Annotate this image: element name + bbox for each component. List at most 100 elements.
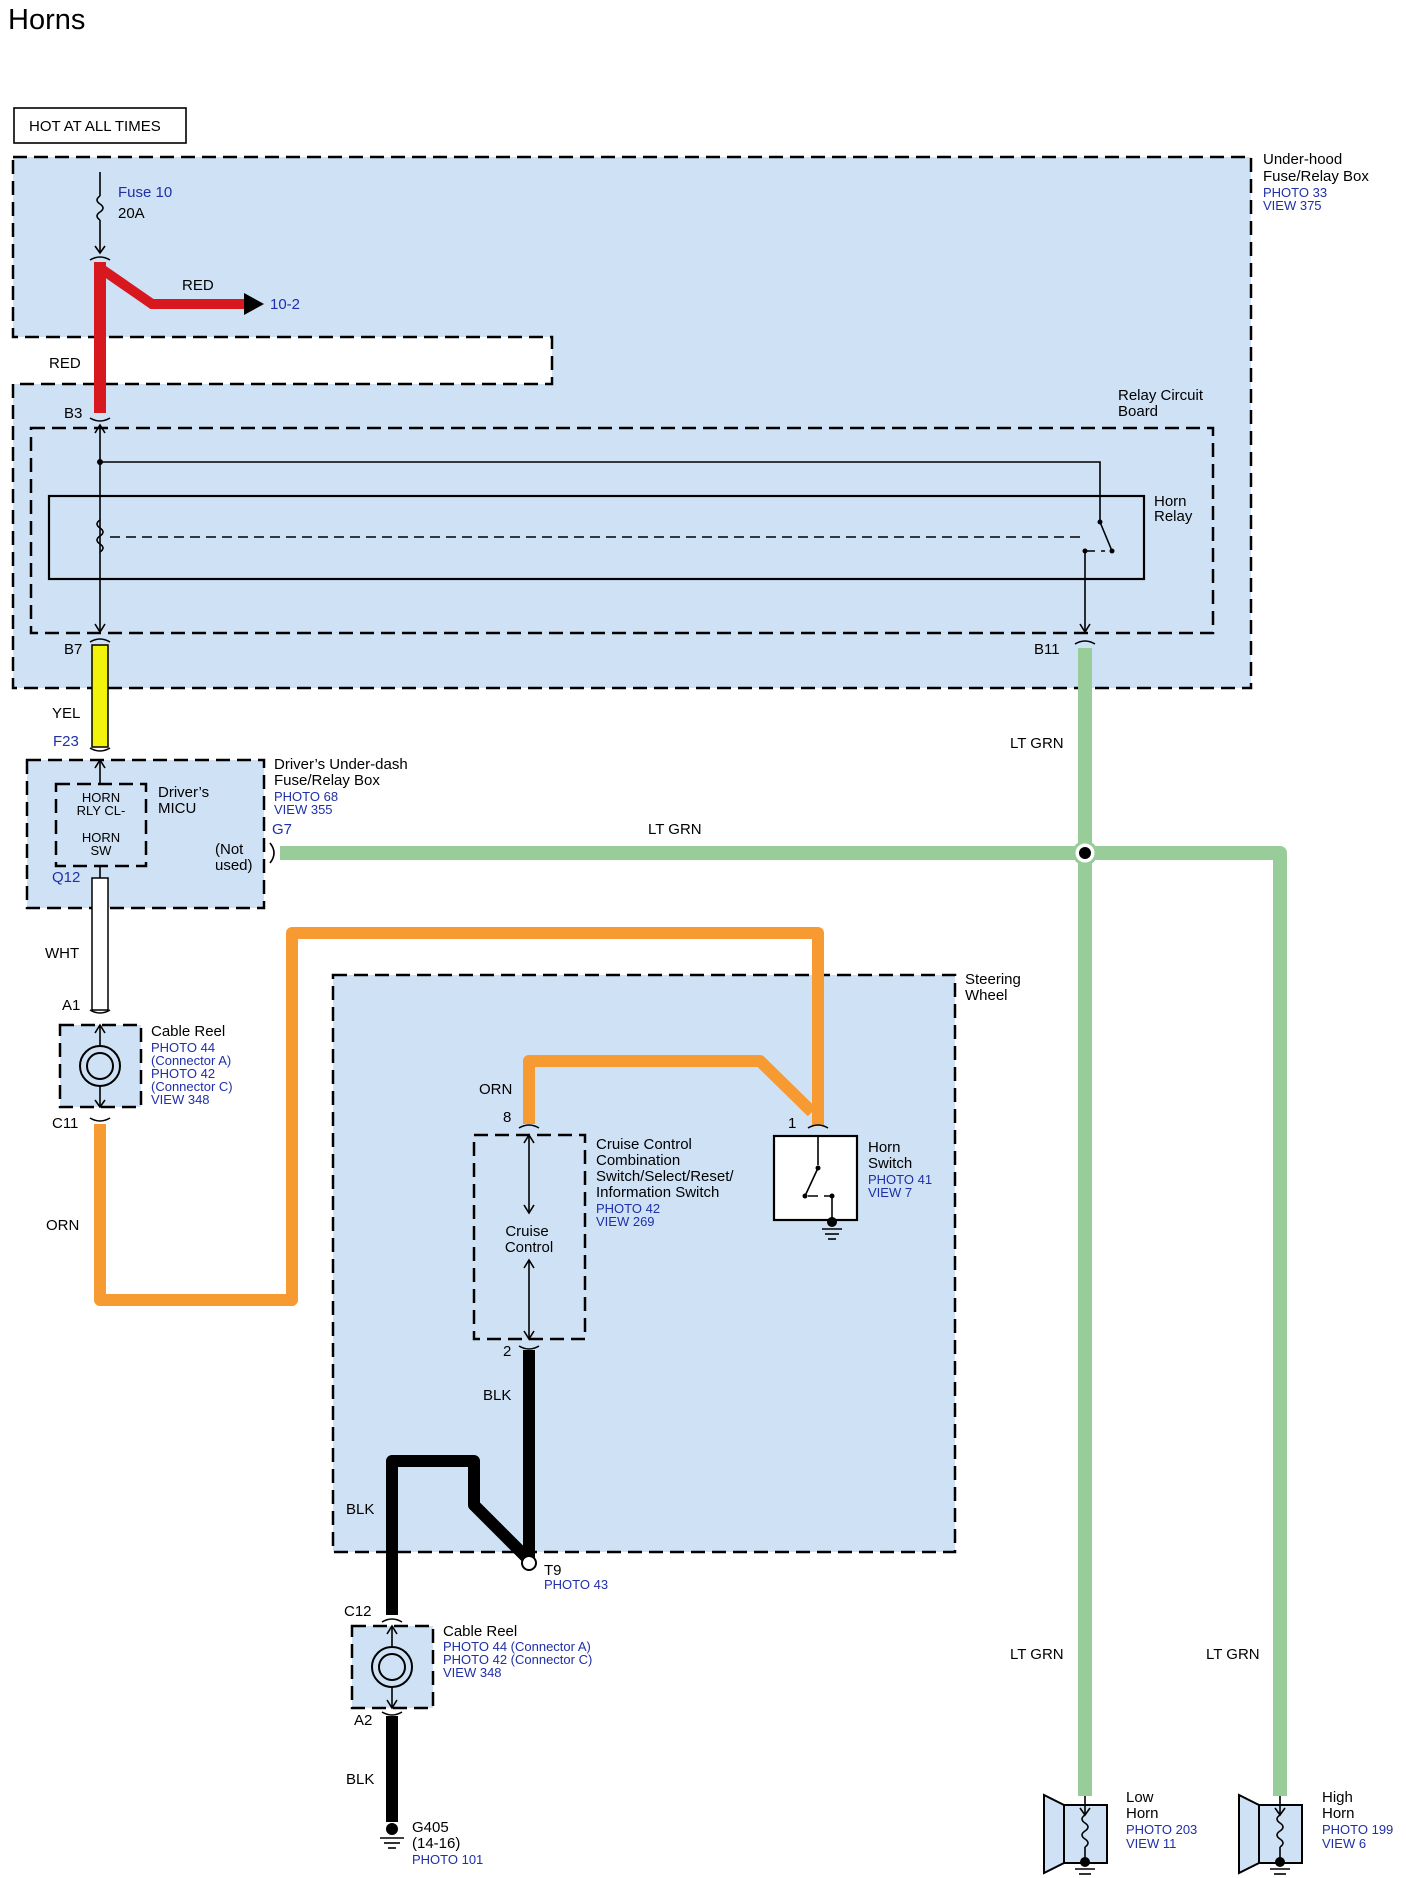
- orn-label-1: ORN: [46, 1217, 79, 1234]
- svg-text:PHOTO 43: PHOTO 43: [544, 1577, 608, 1592]
- cable-reel-1: Cable Reel PHOTO 44 (Connector A) PHOTO …: [58, 1023, 233, 1109]
- pin-c11: C11: [52, 1115, 78, 1132]
- svg-text:PHOTO 68: PHOTO 68: [274, 789, 338, 804]
- svg-text:Fuse/Relay Box: Fuse/Relay Box: [1263, 168, 1369, 185]
- svg-text:PHOTO 42 (Connector C): PHOTO 42 (Connector C): [443, 1652, 592, 1667]
- svg-text:PHOTO 203: PHOTO 203: [1126, 1822, 1197, 1837]
- svg-text:VIEW 6: VIEW 6: [1322, 1836, 1366, 1851]
- horn-relay: [47, 494, 1146, 581]
- svg-text:Horn: Horn: [1154, 493, 1187, 510]
- wht-wire: WHT: [45, 877, 111, 1014]
- high-horn: High Horn PHOTO 199 VIEW 6: [1238, 1789, 1393, 1875]
- yel-wire: YEL: [52, 638, 111, 752]
- svg-text:Cruise Control: Cruise Control: [596, 1136, 692, 1153]
- fuse-10: Fuse 10 20A: [94, 172, 172, 255]
- svg-text:VIEW 269: VIEW 269: [596, 1214, 655, 1229]
- svg-text:Control: Control: [505, 1239, 553, 1256]
- svg-text:Steering: Steering: [965, 971, 1021, 988]
- svg-text:T9: T9: [544, 1562, 562, 1579]
- svg-text:SW: SW: [91, 843, 113, 858]
- lt-grn-label-4: LT GRN: [1206, 1646, 1260, 1663]
- svg-text:Cable Reel: Cable Reel: [443, 1623, 517, 1640]
- svg-text:Horn: Horn: [1322, 1805, 1355, 1822]
- relay-circuit-board: [29, 426, 1215, 635]
- ref-10-2: 10-2: [270, 296, 300, 313]
- horn-switch: Horn Switch PHOTO 41 VIEW 7: [772, 1134, 932, 1240]
- svg-text:Cruise: Cruise: [505, 1223, 548, 1240]
- orn-wire-cruise: ORN: [479, 1055, 829, 1129]
- horn-relay-label: Horn Relay: [1154, 493, 1193, 525]
- svg-text:(14-16): (14-16): [412, 1835, 460, 1852]
- svg-text:Switch/Select/Reset/: Switch/Select/Reset/: [596, 1168, 734, 1185]
- svg-text:PHOTO 44 (Connector A): PHOTO 44 (Connector A): [443, 1639, 591, 1654]
- drivers-micu: HORN RLY CL- HORN SW Driver’s MICU (Not …: [54, 758, 253, 882]
- blk-wire-ground: BLK: [346, 1711, 403, 1822]
- svg-text:MICU: MICU: [158, 800, 196, 817]
- pin-a2: A2: [354, 1712, 372, 1729]
- yel-label: YEL: [52, 705, 80, 722]
- cable-reel-2: Cable Reel PHOTO 44 (Connector A) PHOTO …: [350, 1623, 592, 1710]
- svg-text:RLY CL-: RLY CL-: [77, 803, 126, 818]
- pin-1: 1: [788, 1115, 796, 1132]
- hot-at-all-times-label: HOT AT ALL TIMES: [29, 118, 161, 135]
- svg-text:G405: G405: [412, 1819, 449, 1836]
- svg-text:VIEW 348: VIEW 348: [443, 1665, 502, 1680]
- pin-2: 2: [503, 1343, 511, 1360]
- power-source-box: HOT AT ALL TIMES: [13, 107, 187, 144]
- under-dash-label: Driver’s Under-dash Fuse/Relay Box PHOTO…: [274, 756, 408, 817]
- pin-b3: B3: [64, 405, 82, 422]
- pin-b7: B7: [64, 641, 82, 658]
- blk-wire-steering: BLK BLK: [346, 1345, 540, 1623]
- svg-text:HORN: HORN: [82, 790, 120, 805]
- svg-text:Cable Reel: Cable Reel: [151, 1023, 225, 1040]
- svg-text:Wheel: Wheel: [965, 987, 1008, 1004]
- lt-grn-label-1: LT GRN: [1010, 735, 1064, 752]
- relay-coil-icon: [96, 519, 104, 553]
- ground-g405: G405 (14-16) PHOTO 101: [380, 1819, 483, 1867]
- svg-text:Switch: Switch: [868, 1155, 912, 1172]
- svg-text:PHOTO 199: PHOTO 199: [1322, 1822, 1393, 1837]
- svg-text:(Not: (Not: [215, 841, 244, 858]
- svg-text:Horn: Horn: [868, 1139, 901, 1156]
- low-horn: Low Horn PHOTO 203 VIEW 11: [1043, 1789, 1197, 1875]
- svg-text:Relay Circuit: Relay Circuit: [1118, 387, 1204, 404]
- pin-q12: Q12: [52, 869, 80, 886]
- svg-text:VIEW 355: VIEW 355: [274, 802, 333, 817]
- red-wire: 10-2 RED RED: [49, 256, 300, 422]
- red-label-lower: RED: [49, 355, 81, 372]
- svg-text:(Connector A): (Connector A): [151, 1053, 231, 1068]
- relay-internal-wiring: [94, 423, 1115, 634]
- svg-text:Board: Board: [1118, 403, 1158, 420]
- svg-text:Driver’s: Driver’s: [158, 784, 209, 801]
- pin-b11: B11: [1034, 641, 1060, 658]
- pin-g7: G7: [272, 821, 292, 838]
- fuse-rating: 20A: [118, 205, 145, 222]
- svg-text:Relay: Relay: [1154, 508, 1193, 525]
- page-title: Horns: [8, 4, 85, 36]
- terminal-t9: T9 PHOTO 43: [544, 1562, 608, 1592]
- wht-label: WHT: [45, 945, 79, 962]
- svg-text:Low: Low: [1126, 1789, 1154, 1806]
- svg-text:VIEW 11: VIEW 11: [1126, 1836, 1176, 1851]
- svg-text:PHOTO 41: PHOTO 41: [868, 1172, 932, 1187]
- underhood-box-label: Under-hood Fuse/Relay Box PHOTO 33 VIEW …: [1263, 151, 1369, 213]
- svg-text:PHOTO 33: PHOTO 33: [1263, 185, 1327, 200]
- pin-f23: F23: [53, 733, 79, 750]
- steering-wheel-label: Steering Wheel: [965, 971, 1021, 1004]
- lt-grn-wire-low-horn: LT GRN LT GRN: [1010, 640, 1096, 1796]
- lt-grn-label-2: LT GRN: [648, 821, 702, 838]
- svg-text:Fuse/Relay Box: Fuse/Relay Box: [274, 772, 380, 789]
- pin-c12: C12: [344, 1603, 372, 1620]
- svg-text:Under-hood: Under-hood: [1263, 151, 1342, 168]
- svg-text:VIEW 7: VIEW 7: [868, 1185, 912, 1200]
- cruise-control-switch: Cruise Control Cruise Control Combinatio…: [472, 1133, 734, 1341]
- svg-text:Combination: Combination: [596, 1152, 680, 1169]
- pin-a1: A1: [62, 997, 80, 1014]
- svg-text:PHOTO 42: PHOTO 42: [596, 1201, 660, 1216]
- svg-text:HORN: HORN: [82, 830, 120, 845]
- svg-text:VIEW 348: VIEW 348: [151, 1092, 210, 1107]
- svg-text:used): used): [215, 857, 253, 874]
- blk-label-3: BLK: [346, 1771, 374, 1788]
- svg-text:PHOTO 101: PHOTO 101: [412, 1852, 483, 1867]
